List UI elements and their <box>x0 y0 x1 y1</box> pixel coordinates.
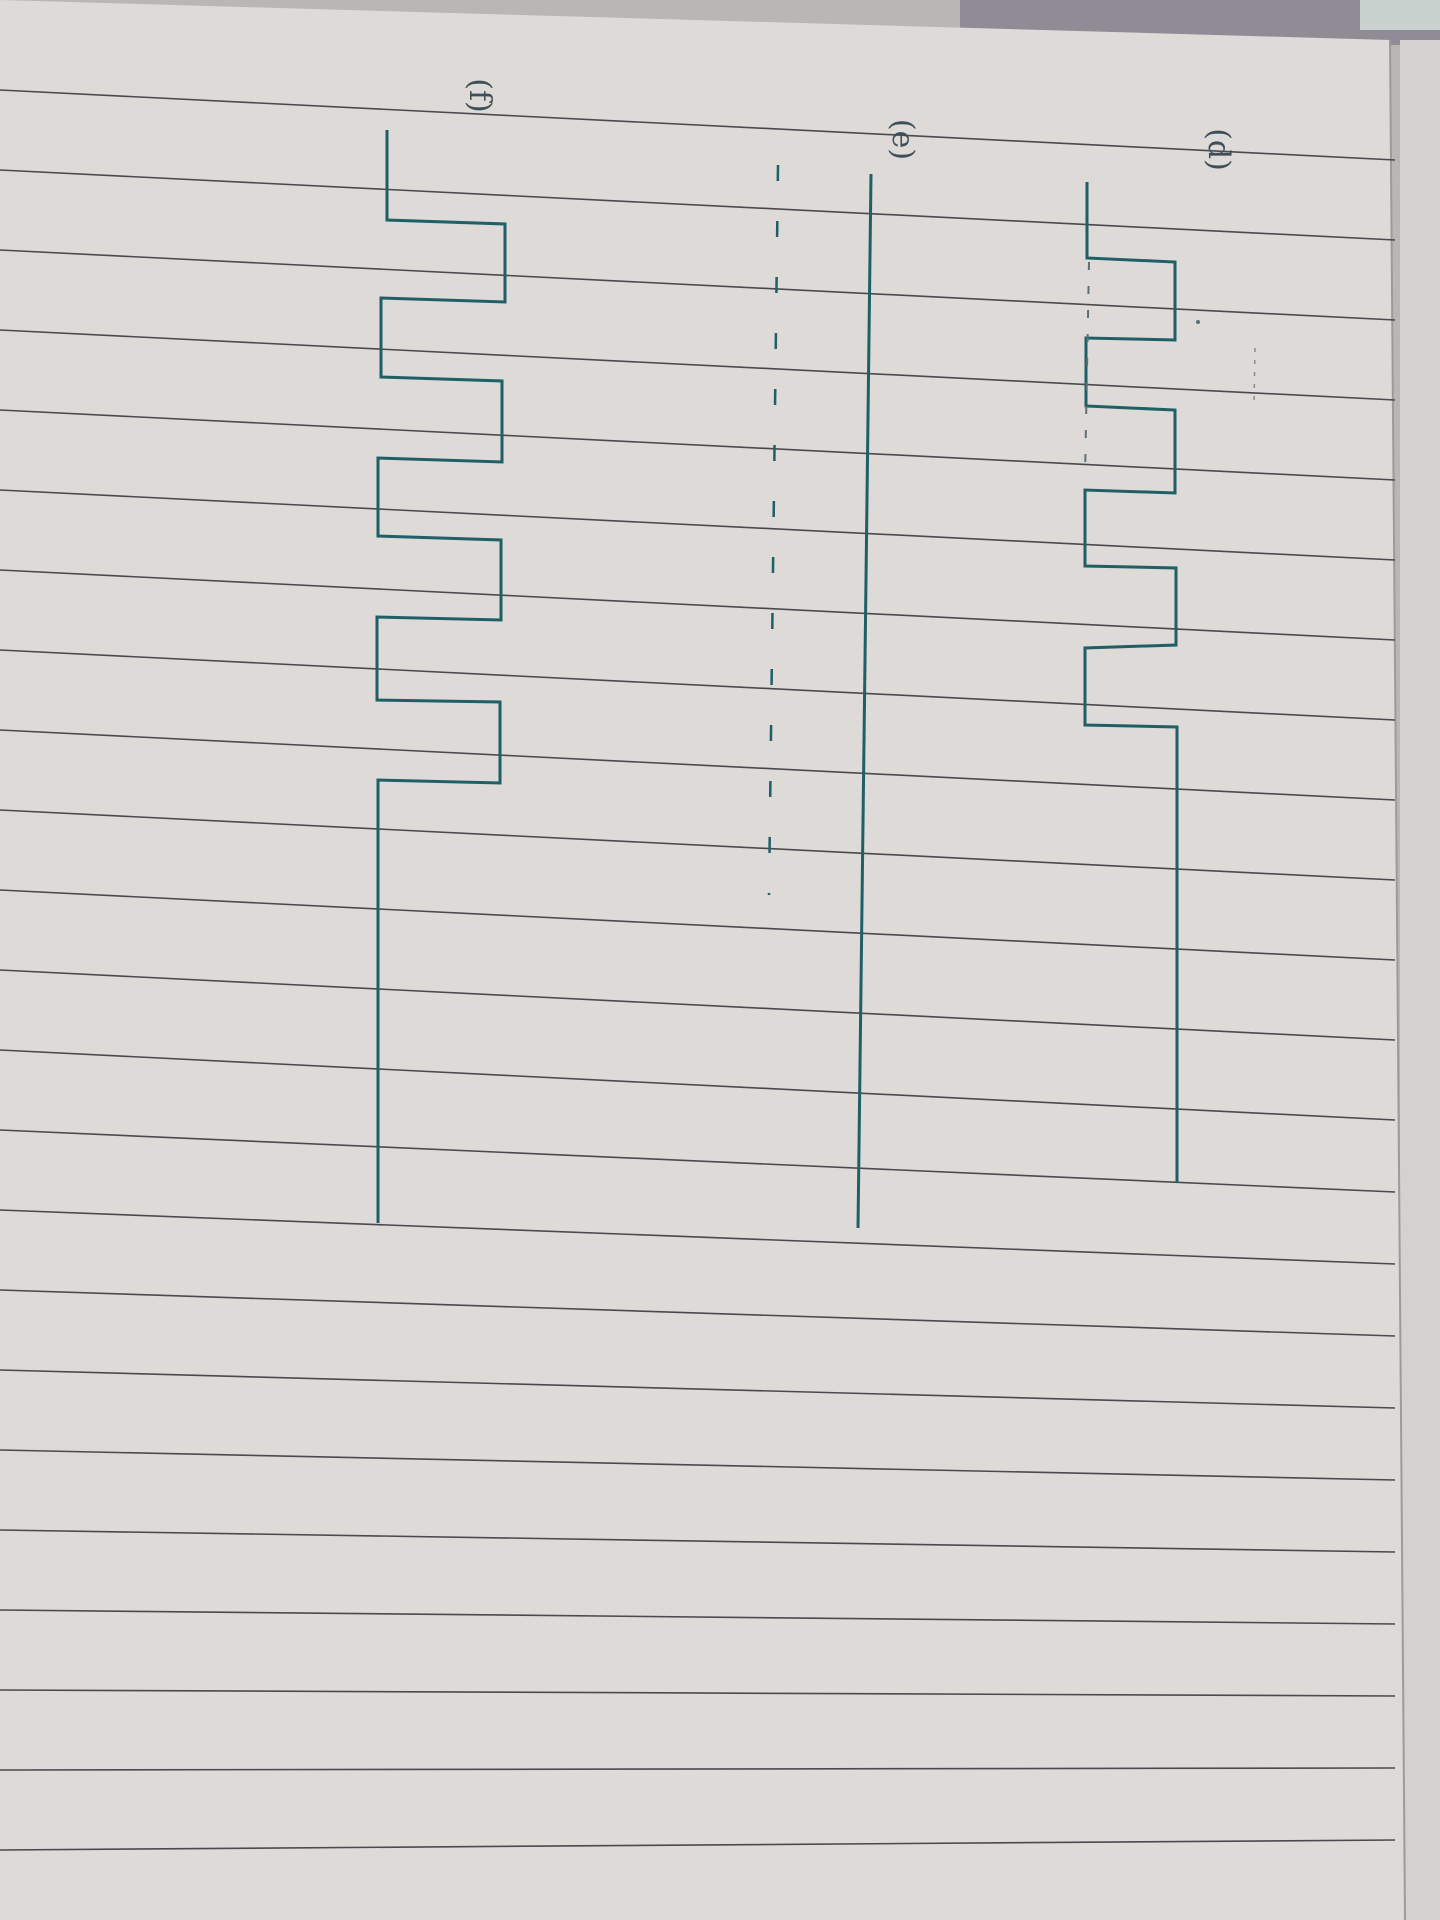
paper-mark <box>1196 320 1200 324</box>
ruled-line <box>0 569 1396 641</box>
page-edge <box>1389 39 1406 1920</box>
top-object-light <box>1360 0 1440 30</box>
waveform-f <box>375 130 507 1223</box>
waveform-e-dashed-line <box>767 164 780 896</box>
ruled-line <box>0 1767 1396 1771</box>
ruled-line <box>0 1289 1396 1337</box>
ruled-line <box>0 1839 1396 1851</box>
ruled-line <box>0 89 1396 161</box>
ruled-line <box>0 1529 1396 1553</box>
ruled-line <box>0 329 1396 401</box>
neighbor-page <box>1400 40 1440 1920</box>
ruled-lines <box>0 89 1396 1851</box>
ruled-line <box>0 649 1396 721</box>
ruled-line <box>0 729 1396 801</box>
waveform-e-solid-line <box>856 173 873 1229</box>
label-d: (d) <box>1200 128 1236 171</box>
ruled-line <box>0 1129 1396 1193</box>
ruled-line <box>0 249 1396 321</box>
label-f: (f) <box>461 78 497 113</box>
notebook-page <box>0 0 1405 1920</box>
ruled-line <box>0 889 1396 961</box>
waveform-d <box>1083 182 1179 1183</box>
ruled-line <box>0 489 1396 561</box>
ruled-line <box>0 1449 1396 1481</box>
ruled-line <box>0 1369 1396 1409</box>
waveform-f-trace <box>375 130 507 1223</box>
ruled-line <box>0 409 1396 481</box>
waveform-d-trace <box>1083 182 1179 1183</box>
ruled-line <box>0 1609 1396 1625</box>
ruled-line <box>0 169 1396 241</box>
ruled-line <box>0 969 1396 1041</box>
ruled-line <box>0 1209 1396 1265</box>
label-e: (e) <box>885 118 921 161</box>
ruled-line <box>0 1049 1396 1121</box>
waveform-e <box>767 164 873 1229</box>
ruled-line <box>0 1689 1396 1697</box>
ruled-line <box>0 809 1396 881</box>
